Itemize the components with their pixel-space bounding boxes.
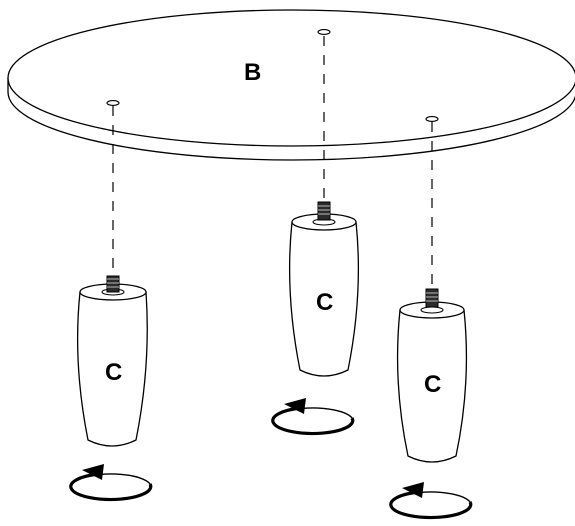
tabletop: B: [7, 9, 575, 161]
leg-label: C: [105, 359, 122, 386]
threaded-bolt: [425, 288, 439, 308]
leg-right: C: [396, 288, 468, 463]
threaded-bolt: [106, 275, 120, 293]
leg-body: [396, 309, 468, 463]
leg-body: [76, 291, 148, 447]
rotate-arrow-icon: [69, 464, 153, 502]
alignment-lines: [112, 36, 433, 286]
rotate-arrow-icon: [271, 398, 355, 436]
leg-label: C: [424, 371, 441, 398]
leg-body: [288, 221, 360, 377]
screw-hole: [425, 116, 439, 122]
leg-label: C: [316, 289, 333, 316]
leg-middle: C: [288, 201, 360, 377]
screw-hole: [317, 29, 331, 35]
tabletop-label: B: [244, 59, 261, 86]
leg-left: C: [76, 275, 148, 447]
rotate-arrow-icon: [389, 482, 473, 520]
screw-hole: [106, 100, 120, 106]
tabletop-surface: [7, 9, 575, 147]
threaded-bolt: [317, 201, 331, 221]
